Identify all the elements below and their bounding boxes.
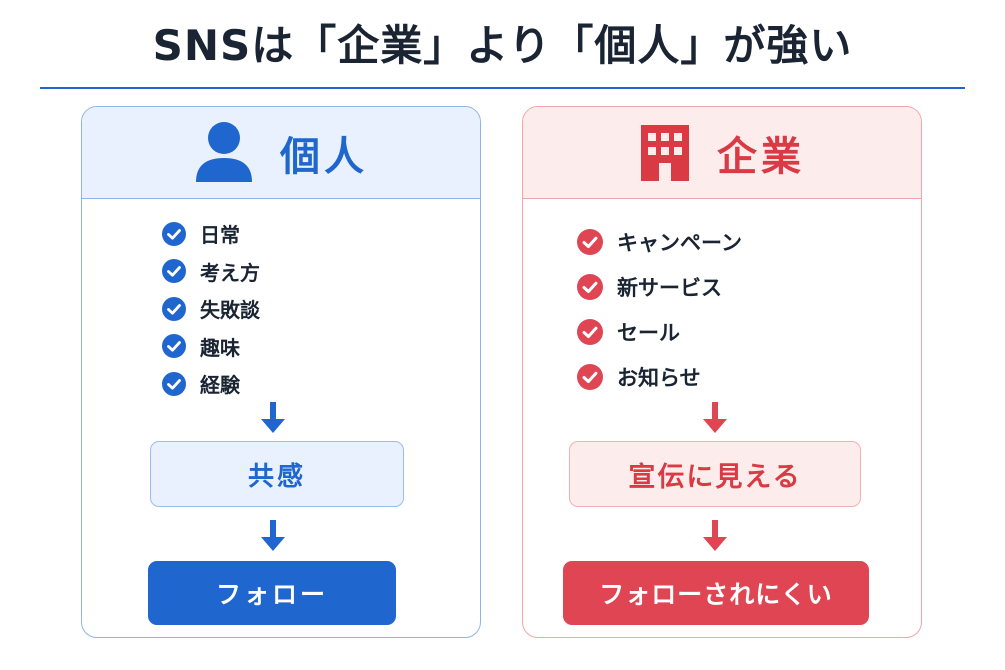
- arrow-down-icon: [261, 402, 285, 433]
- check-circle-icon: [162, 221, 186, 246]
- list-item-label: 趣味: [200, 335, 240, 360]
- list-item: お知らせ: [577, 354, 742, 399]
- list-item: セール: [577, 309, 742, 354]
- arrow-down-icon: [703, 520, 727, 551]
- hard-to-follow-box: フォローされにくい: [563, 561, 869, 625]
- empathy-box: 共感: [150, 441, 404, 507]
- person-panel-header: 個人: [82, 107, 480, 199]
- follow-box: フォロー: [148, 561, 396, 625]
- list-item-label: セール: [617, 320, 680, 345]
- building-icon: [641, 124, 689, 181]
- arrow-down-icon: [703, 402, 727, 433]
- check-circle-icon: [162, 371, 186, 396]
- person-icon: [196, 121, 252, 182]
- arrow-down-icon: [261, 520, 285, 551]
- list-item: 日常: [162, 215, 260, 253]
- list-item: キャンペーン: [577, 219, 742, 264]
- check-circle-icon: [162, 296, 186, 321]
- check-circle-icon: [577, 318, 603, 345]
- company-topic-list: キャンペーン 新サービス セール お知らせ: [577, 219, 742, 399]
- list-item: 趣味: [162, 328, 260, 366]
- company-panel-header: 企業: [523, 107, 921, 199]
- person-panel: 個人 日常 考え方 失敗談 趣味 経験 共感 フォロー: [81, 106, 481, 638]
- person-topic-list: 日常 考え方 失敗談 趣味 経験: [162, 215, 260, 403]
- list-item-label: 日常: [200, 223, 240, 248]
- check-circle-icon: [577, 273, 603, 300]
- check-circle-icon: [162, 259, 186, 284]
- list-item-label: キャンペーン: [617, 230, 742, 255]
- company-heading: 企業: [717, 133, 805, 180]
- list-item-label: お知らせ: [617, 365, 701, 390]
- list-item-label: 経験: [200, 373, 240, 398]
- list-item: 経験: [162, 365, 260, 403]
- check-circle-icon: [577, 228, 603, 255]
- person-heading: 個人: [280, 133, 368, 180]
- page-title: SNSは「企業」より「個人」が強い: [152, 21, 853, 70]
- looks-like-ad-box: 宣伝に見える: [569, 441, 861, 507]
- check-circle-icon: [162, 334, 186, 359]
- list-item: 新サービス: [577, 264, 742, 309]
- list-item-label: 失敗談: [200, 298, 260, 323]
- check-circle-icon: [577, 363, 603, 390]
- list-item-label: 新サービス: [617, 275, 722, 300]
- list-item: 考え方: [162, 253, 260, 291]
- list-item: 失敗談: [162, 290, 260, 328]
- list-item-label: 考え方: [200, 260, 260, 285]
- company-panel: 企業 キャンペーン 新サービス セール お知らせ 宣伝に見える フォローされにく…: [522, 106, 922, 638]
- title-divider: [40, 87, 965, 89]
